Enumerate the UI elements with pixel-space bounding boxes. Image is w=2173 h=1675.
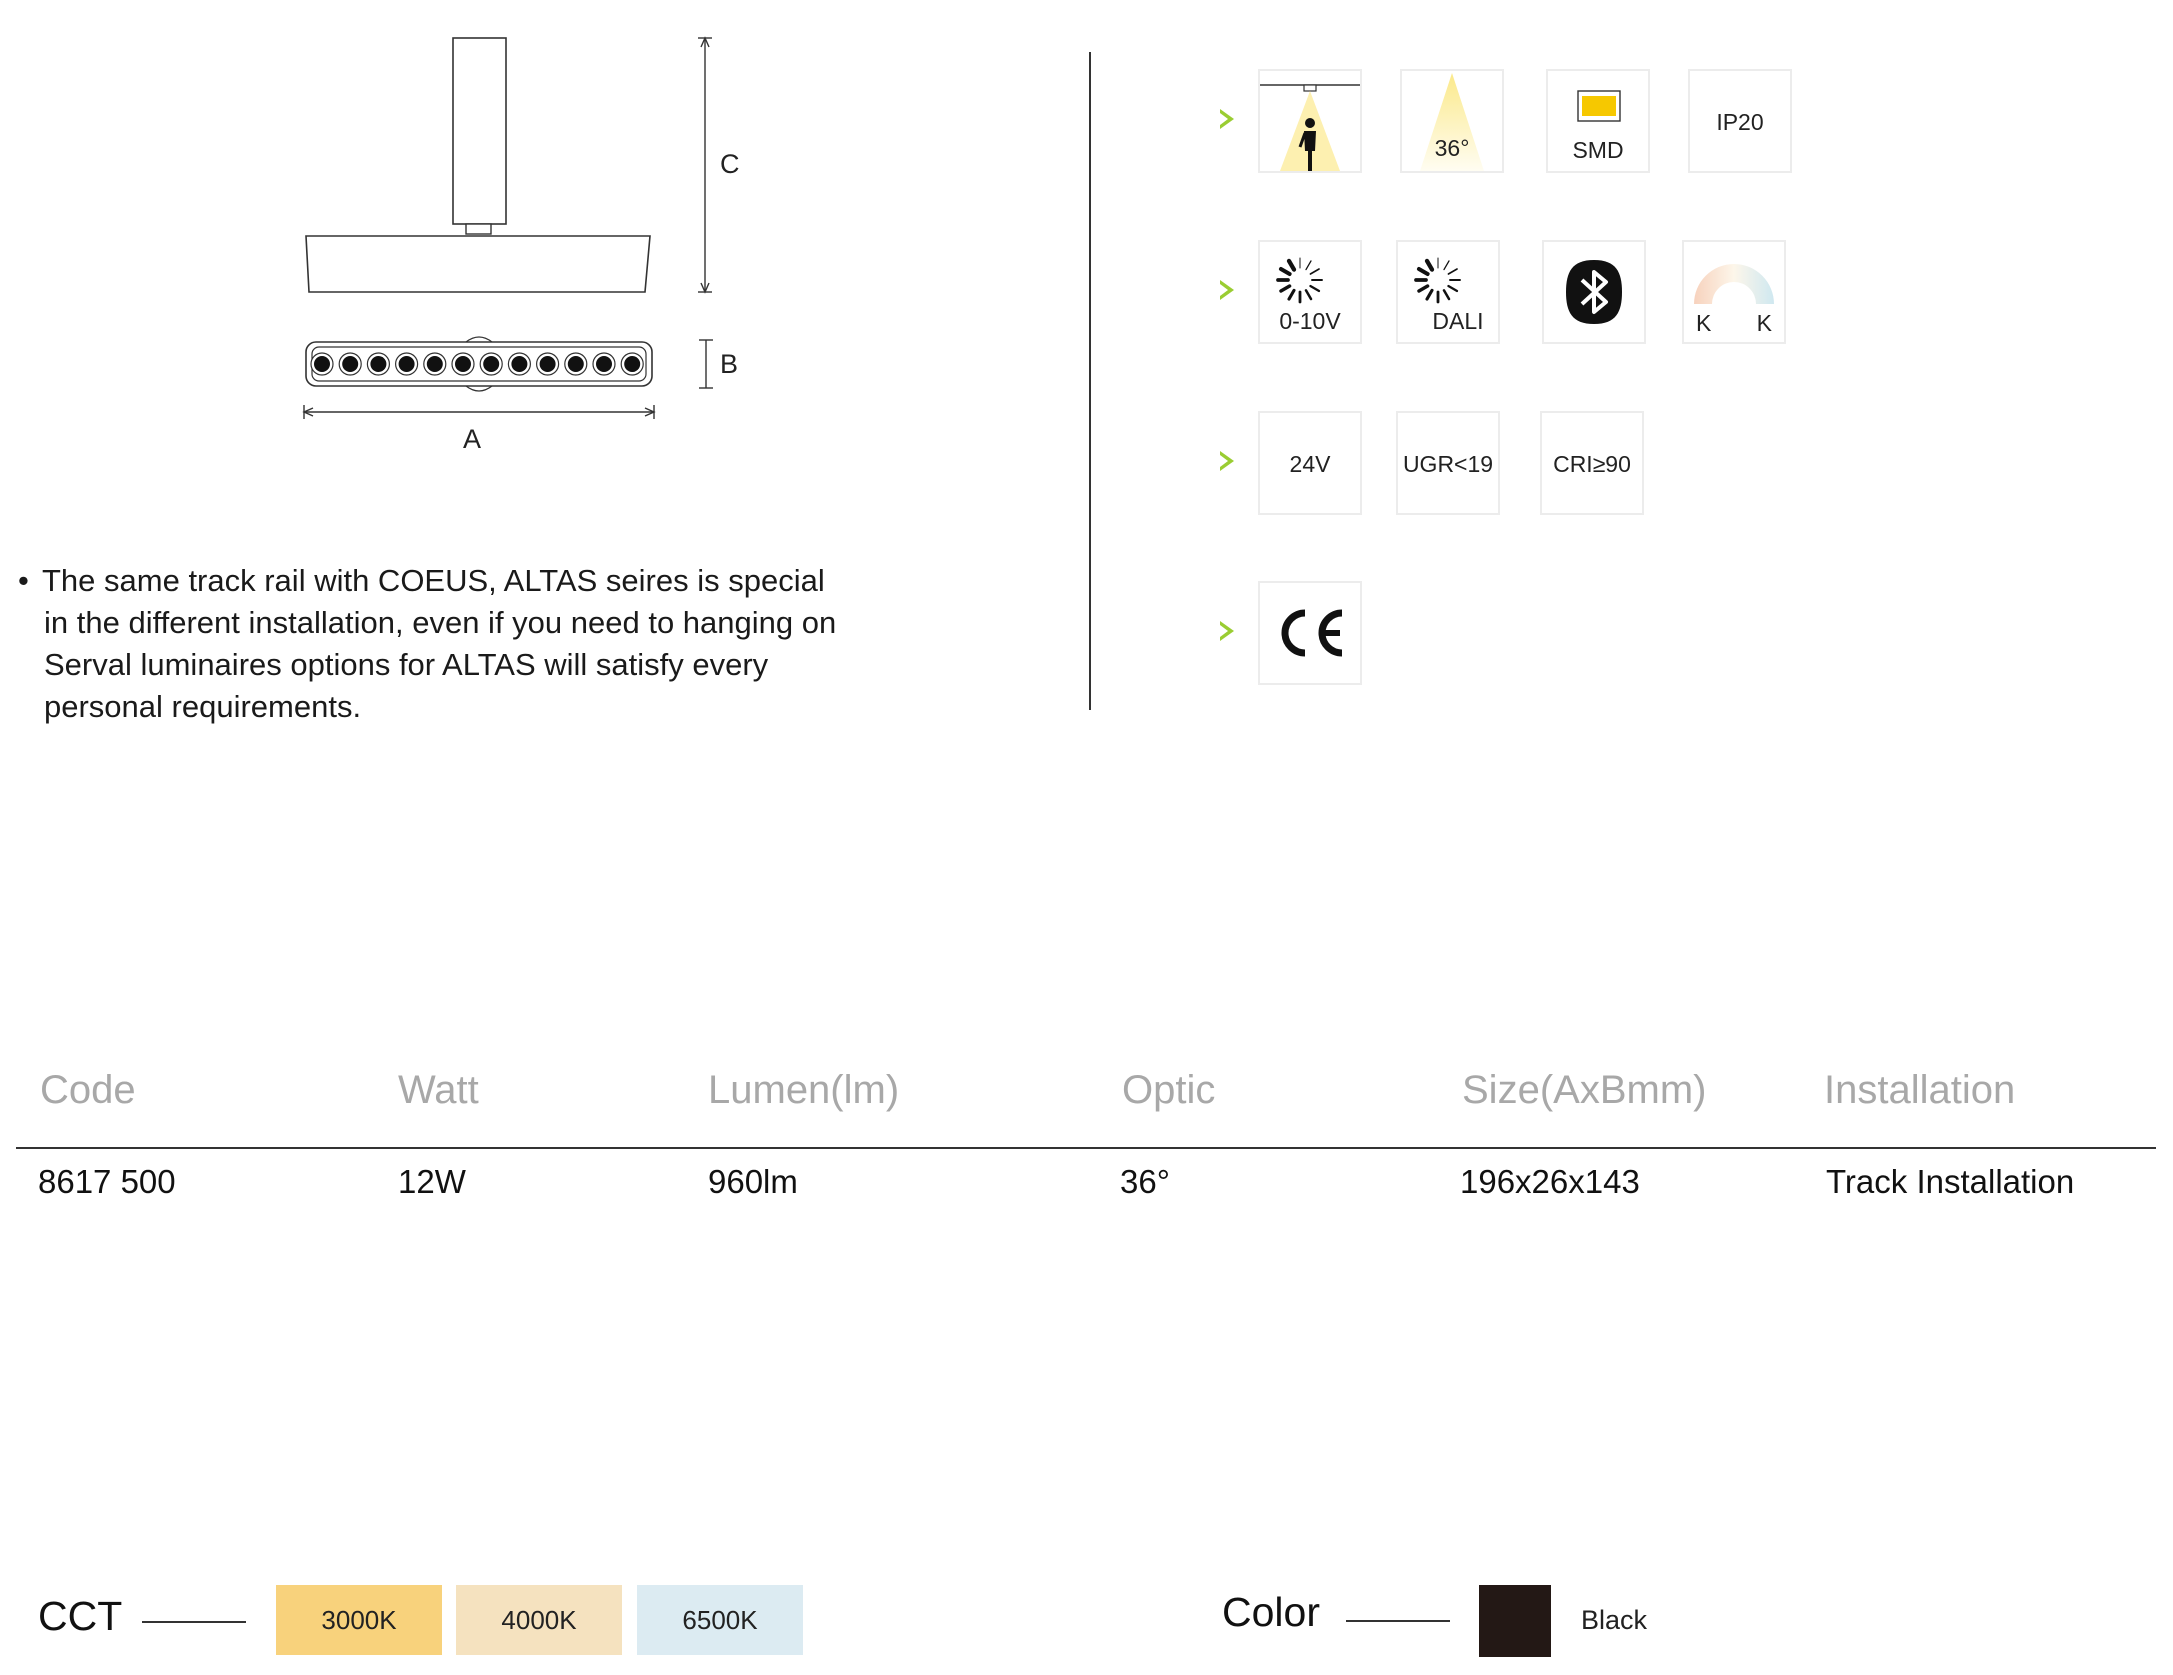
adapter-joint xyxy=(465,223,492,235)
dimension-c-label: C xyxy=(720,149,740,179)
dimming-icon: DALI xyxy=(1396,240,1500,344)
cct-swatch-6500k: 6500K xyxy=(637,1585,803,1655)
cct-swatch-3000k: 3000K xyxy=(276,1585,442,1655)
description-line: personal requirements. xyxy=(44,689,362,724)
tunable-k-right-label: K xyxy=(1756,310,1772,336)
color-swatch-black xyxy=(1479,1585,1551,1657)
table-header-code: Code xyxy=(40,1068,136,1112)
dimming-0-10v-label: 0-10V xyxy=(1279,308,1341,334)
beam-angle-icon: 36° xyxy=(1400,69,1504,173)
cri-label: CRI≥90 xyxy=(1553,451,1631,477)
led-lens xyxy=(314,356,330,372)
table-header-lumen: Lumen(lm) xyxy=(708,1068,900,1112)
led-lens xyxy=(596,356,612,372)
led-lens xyxy=(398,356,415,372)
cell-lumen: 960lm xyxy=(708,1163,798,1200)
spinner-dash xyxy=(1443,260,1450,271)
led-lens xyxy=(567,356,584,372)
spinner-dash xyxy=(1447,268,1458,275)
color-leader-line xyxy=(1346,1620,1450,1622)
track-adapter xyxy=(452,37,507,225)
table-header-installation: Installation xyxy=(1824,1068,2016,1112)
cell-optic: 36° xyxy=(1120,1163,1170,1200)
spinner-dash xyxy=(1416,267,1430,276)
voltage-icon: 24V xyxy=(1258,411,1362,515)
cct-leader-line xyxy=(142,1621,246,1623)
spinner-dash xyxy=(1447,284,1459,293)
description-line: Serval luminaires options for ALTAS will… xyxy=(44,647,769,682)
table-divider xyxy=(16,1147,2156,1149)
cct-label: CCT xyxy=(38,1593,123,1639)
led-lens xyxy=(370,356,387,372)
row-marker-icon xyxy=(1220,451,1234,471)
spinner-dash xyxy=(1309,268,1320,275)
smd-label: SMD xyxy=(1572,137,1624,163)
spinner-glyph xyxy=(1276,257,1323,304)
spinner-dash xyxy=(1425,288,1434,301)
spinner-dash xyxy=(1417,284,1430,293)
led-lens xyxy=(426,356,443,372)
cell-code: 8617 500 xyxy=(38,1163,176,1200)
spinner-dash xyxy=(1286,258,1297,272)
led-lens xyxy=(511,356,528,372)
spinner-dash xyxy=(1309,284,1321,293)
row-marker-icon xyxy=(1220,621,1234,641)
led-lenses xyxy=(310,352,644,376)
cell-watt: 12W xyxy=(398,1163,466,1200)
row-marker-icon xyxy=(1220,109,1234,129)
led-lens xyxy=(342,356,359,372)
spinner-dash xyxy=(1424,258,1435,272)
beam-angle-label: 36° xyxy=(1434,135,1470,161)
table-header-watt: Watt xyxy=(398,1068,479,1112)
lamp-head-side xyxy=(305,235,651,293)
bluetooth-icon xyxy=(1542,240,1646,344)
glare-icon: UGR<19 xyxy=(1396,411,1500,515)
spinner-dash xyxy=(1287,288,1296,301)
spinner-dash xyxy=(1442,289,1451,301)
ugr-label: UGR<19 xyxy=(1402,451,1494,477)
description-line: The same track rail with COEUS, ALTAS se… xyxy=(42,563,825,598)
dimension-a-label: A xyxy=(463,424,481,454)
dimming-dali-label: DALI xyxy=(1432,308,1484,334)
color-name: Black xyxy=(1581,1605,1648,1635)
table-header-optic: Optic xyxy=(1122,1068,1216,1112)
cri-icon: CRI≥90 xyxy=(1540,411,1644,515)
product-description: • The same track rail with COEUS, ALTAS … xyxy=(18,560,918,728)
tunable-k-left-label: K xyxy=(1696,310,1712,336)
ce-mark-icon xyxy=(1258,581,1362,685)
table-header-size: Size(AxBmm) xyxy=(1462,1068,1707,1112)
smd-chip-icon: SMD xyxy=(1546,69,1650,173)
led-lens xyxy=(483,356,500,372)
section-divider xyxy=(1089,52,1091,710)
cell-size: 196x26x143 xyxy=(1460,1163,1640,1200)
bullet-mark: • xyxy=(18,563,29,598)
spinner-dash xyxy=(1305,260,1312,271)
dimming-icon: 0-10V xyxy=(1258,240,1362,344)
spinner-dash xyxy=(1279,284,1292,293)
cct-swatch-4000k: 4000K xyxy=(456,1585,622,1655)
spinner-dash xyxy=(1304,289,1313,301)
voltage-label: 24V xyxy=(1289,451,1331,477)
tunable-white-icon: K K xyxy=(1682,240,1786,344)
led-lens xyxy=(539,356,556,372)
spinner-glyph xyxy=(1414,257,1461,304)
led-lens xyxy=(455,356,471,372)
led-lens xyxy=(624,356,641,372)
ip-rating-label: IP20 xyxy=(1716,109,1764,135)
person-light-icon xyxy=(1258,69,1362,173)
row-marker-icon xyxy=(1220,280,1234,300)
ip-rating-icon: IP20 xyxy=(1688,69,1792,173)
dimension-b-label: B xyxy=(720,349,738,379)
cell-installation: Track Installation xyxy=(1826,1163,2075,1200)
description-line: in the different installation, even if y… xyxy=(44,605,837,640)
spinner-dash xyxy=(1278,267,1292,276)
product-dimension-drawing: C B A xyxy=(302,36,740,454)
color-label: Color xyxy=(1222,1589,1320,1635)
